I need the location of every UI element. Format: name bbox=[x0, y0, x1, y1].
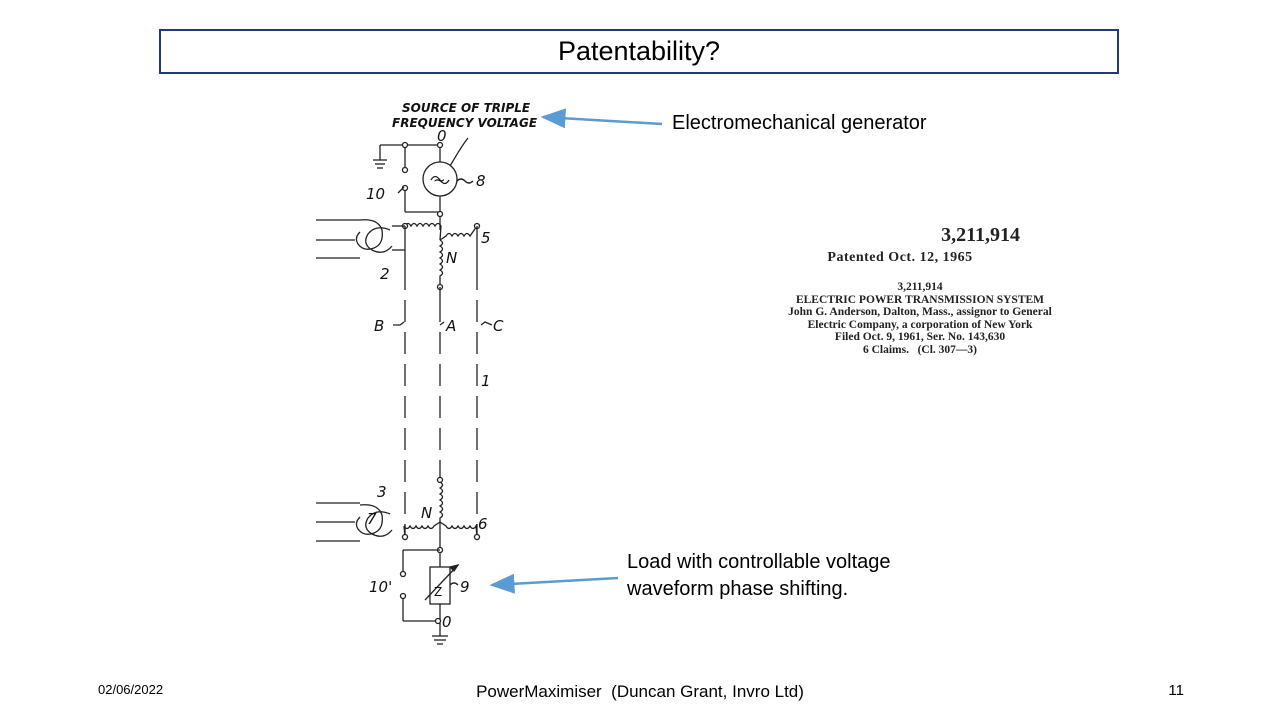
load-callout-line2: waveform phase shifting. bbox=[627, 578, 849, 600]
patent-system-title: ELECTRIC POWER TRANSMISSION SYSTEM bbox=[795, 293, 1045, 306]
generator-callout-text: Electromechanical generator bbox=[672, 112, 927, 134]
ref-winding-bottom-right: 6 bbox=[478, 515, 488, 533]
load-callout-line1: Load with controllable voltage bbox=[627, 551, 891, 573]
phase-b-label: B bbox=[374, 317, 384, 335]
generator-arrow bbox=[540, 108, 663, 129]
patent-assignee-line: Electric Company, a corporation of New Y… bbox=[807, 318, 1033, 331]
phase-c-label: C bbox=[493, 317, 504, 335]
node-bottom-label: 0 bbox=[442, 613, 452, 631]
ref-neutral-top: N bbox=[446, 249, 457, 267]
patent-number-small: 3,211,914 bbox=[897, 281, 943, 293]
patent-date: Patented Oct. 12, 1965 bbox=[827, 250, 973, 265]
ref-load: 9 bbox=[460, 578, 470, 596]
patent-number-large: 3,211,914 bbox=[941, 224, 1020, 246]
load-callout: Load with controllable voltage waveform … bbox=[627, 549, 891, 603]
ref-line: 1 bbox=[481, 372, 491, 390]
patent-abstract-header: 3,211,914 ELECTRIC POWER TRANSMISSION SY… bbox=[730, 281, 1110, 356]
footer-center: PowerMaximiser (Duncan Grant, Invro Ltd) bbox=[476, 682, 804, 701]
node-top-label: 0 bbox=[437, 127, 447, 145]
source-label-line2: FREQUENCY VOLTAGE bbox=[392, 116, 538, 130]
footer-date: 02/06/2022 bbox=[98, 682, 164, 697]
title-box: Patentability? bbox=[159, 29, 1119, 74]
phase-a-label: A bbox=[445, 317, 456, 335]
patent-inventor-line: John G. Anderson, Dalton, Mass., assigno… bbox=[788, 306, 1052, 318]
load-symbol: Z bbox=[434, 585, 442, 599]
schematic-lines bbox=[316, 137, 493, 645]
ref-winding-bottom-left: 3 bbox=[377, 483, 387, 501]
slide-title: Patentability? bbox=[557, 36, 721, 66]
ref-switch-top: 10 bbox=[366, 185, 385, 203]
generator-callout: Electromechanical generator bbox=[672, 110, 927, 137]
ref-winding-top-left: 2 bbox=[380, 265, 390, 283]
patent-filed-line: Filed Oct. 9, 1961, Ser. No. 143,630 bbox=[834, 331, 1006, 343]
ref-coil-bottom: 7 bbox=[367, 510, 377, 528]
footer-page-number: 11 bbox=[1168, 682, 1184, 699]
ref-generator: 8 bbox=[476, 172, 486, 190]
source-label-line1: SOURCE OF TRIPLE bbox=[402, 101, 531, 115]
ref-neutral-bottom: N bbox=[421, 504, 432, 522]
load-arrow bbox=[489, 573, 619, 594]
ref-switch-bottom: 10' bbox=[369, 578, 392, 596]
ac-symbol: ~ bbox=[433, 171, 446, 189]
ref-winding-top-right: 5 bbox=[481, 229, 491, 247]
patent-claims-line: 6 Claims. (Cl. 307—3) bbox=[862, 343, 978, 356]
